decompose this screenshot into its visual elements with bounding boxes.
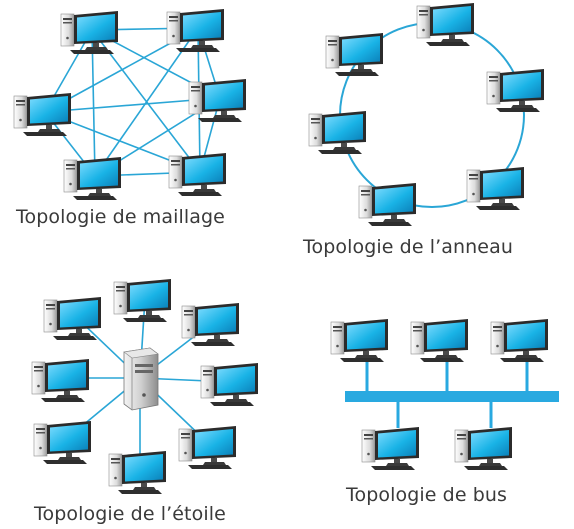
- ring-computer-icon: [325, 32, 384, 77]
- bus-backbone: [345, 391, 559, 402]
- star-computer-icon: [108, 450, 167, 495]
- bus-computer-icon: [361, 426, 420, 471]
- ring-computer-icon: [466, 166, 525, 211]
- star-computer-icon: [200, 362, 259, 407]
- caption-mesh: Topologie de maillage: [16, 206, 225, 228]
- bus-computer-icon: [454, 426, 513, 471]
- ring-computer-icon: [486, 68, 545, 113]
- star-computer-icon: [178, 425, 237, 470]
- bus-computer-icon: [410, 318, 469, 363]
- mesh-computer-icon: [166, 8, 225, 53]
- mesh-link: [94, 27, 199, 177]
- mesh-computer-icon: [168, 152, 227, 197]
- ring-computer-icon: [416, 2, 475, 47]
- mesh-computer-icon: [13, 92, 72, 137]
- mesh-link: [91, 29, 96, 177]
- star-computer-icon: [31, 358, 90, 403]
- bus-computer-icon: [330, 318, 389, 363]
- star-computer-icon: [113, 278, 172, 323]
- server-icon: [123, 347, 159, 411]
- ring-computer-icon: [308, 110, 367, 155]
- mesh-computer-icon: [188, 78, 247, 123]
- caption-star: Topologie de l’étoile: [34, 503, 226, 525]
- mesh-computer-icon: [63, 156, 122, 201]
- caption-ring: Topologie de l’anneau: [303, 236, 513, 258]
- caption-bus: Topologie de bus: [346, 484, 508, 506]
- ring-computer-icon: [358, 182, 417, 227]
- mesh-computer-icon: [60, 10, 119, 55]
- star-computer-icon: [33, 420, 92, 465]
- bus-computer-icon: [490, 318, 549, 363]
